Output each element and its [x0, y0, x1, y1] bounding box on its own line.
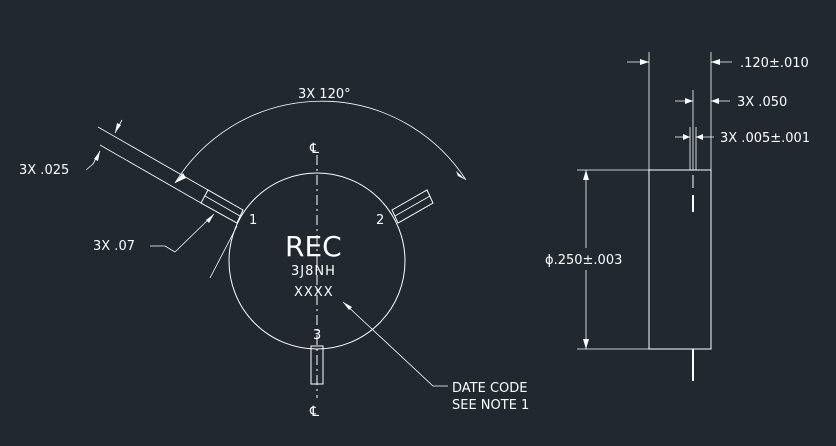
marking-line-1: REC — [285, 230, 342, 263]
front-view: ℄ ℄ REC 3J8NH XXXX 1 2 3 3 — [19, 84, 529, 420]
centerline-symbol-top: ℄ — [309, 141, 319, 157]
angle-arrow-right — [456, 171, 466, 180]
lead-thk-arrowhead-right — [696, 134, 703, 140]
side-body-outline — [648, 169, 712, 350]
thickness-arrowhead-left — [640, 59, 649, 65]
lead-1-extension-lower — [99, 144, 202, 204]
lead-width-arrowhead-lower — [94, 151, 100, 161]
lead-3 — [310, 345, 324, 385]
spacing-arrowhead-left — [685, 98, 693, 104]
body-thickness-text: .120±.010 — [740, 56, 809, 71]
lead-length-leader — [150, 245, 176, 253]
angle-arrow-left — [175, 173, 186, 183]
pin-3-label: 3 — [313, 328, 321, 343]
diameter-arrowhead-top — [583, 170, 589, 180]
marking-line-3: XXXX — [294, 285, 334, 300]
centerline-symbol-bottom: ℄ — [309, 404, 319, 420]
lead-spacing-text: 3X .050 — [737, 95, 787, 110]
lead-length-ext-line — [209, 225, 238, 279]
lead-thk-arrowhead-left — [683, 134, 690, 140]
angle-text-mask — [288, 84, 368, 100]
lead-1-outline — [200, 189, 244, 224]
thickness-arrowhead-right — [711, 59, 720, 65]
angle-dimension-text: 3X 120° — [298, 87, 351, 102]
lead-width-arrowhead-upper — [115, 123, 121, 133]
lead-2 — [391, 189, 434, 224]
diameter-arrowhead-bottom — [583, 339, 589, 349]
lead-width-text: 3X .025 — [19, 163, 69, 178]
callout-line-2: SEE NOTE 1 — [452, 398, 529, 413]
date-code-leader — [342, 301, 448, 387]
diameter-text: ϕ.250±.003 — [545, 253, 622, 268]
lead-2-outline — [391, 189, 434, 224]
lead-length-arrowhead — [206, 214, 214, 223]
side-view: .120±.010 3X .050 3X .005±.001 ϕ.250±.00… — [545, 52, 810, 381]
lead-1 — [97, 126, 244, 224]
marking-line-2: 3J8NH — [291, 264, 336, 279]
spacing-arrowhead-right — [711, 98, 719, 104]
lead-1-extension-upper — [97, 126, 209, 191]
lead-thickness-text: 3X .005±.001 — [720, 131, 810, 146]
angle-dimension-arc — [174, 100, 467, 184]
lead-3-outline — [310, 345, 324, 385]
pin-2-label: 2 — [376, 213, 384, 228]
pin-1-label: 1 — [249, 213, 257, 228]
lead-2-center — [394, 195, 431, 217]
lead-length-text: 3X .07 — [93, 239, 135, 254]
callout-line-1: DATE CODE — [452, 381, 528, 396]
lead-width-leader — [85, 163, 94, 171]
lead-1-center — [204, 195, 241, 217]
date-code-arrowhead — [343, 302, 352, 310]
